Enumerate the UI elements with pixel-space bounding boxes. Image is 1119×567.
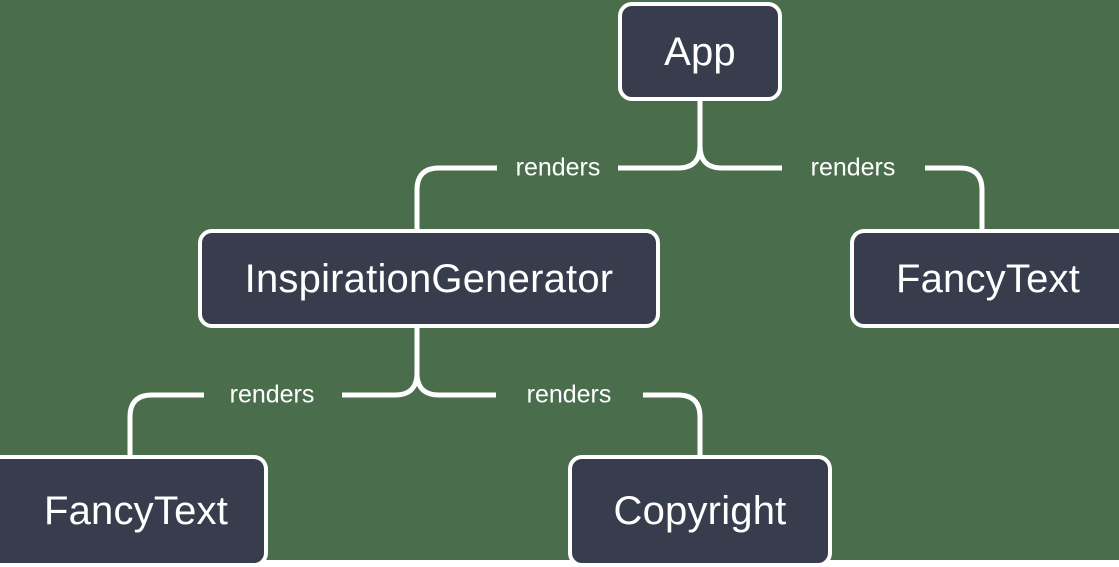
edge-label-app-to-inspiration-generator: renders [515,153,601,182]
edge-label-inspiration-generator-to-fancytext-left: renders [229,380,315,409]
node-app-label: App [664,29,736,74]
edge-app-to-fancytext-right [697,145,985,229]
node-fancytext-right: FancyText [850,229,1119,328]
node-fancytext-right-label: FancyText [895,256,1081,301]
node-fancytext-left: FancyText [0,455,268,567]
edge-label-app-to-fancytext-right: renders [810,153,896,182]
node-app: App [618,2,782,101]
node-copyright-label: Copyright [613,489,787,533]
node-inspiration-generator: InspirationGenerator [198,229,660,328]
edge-label-inspiration-generator-to-copyright: renders [526,380,612,409]
node-copyright: Copyright [568,455,832,567]
node-inspiration-generator-label: InspirationGenerator [244,256,614,301]
edge-inspiration-to-copyright [414,372,703,455]
node-fancytext-left-label: FancyText [43,489,229,533]
